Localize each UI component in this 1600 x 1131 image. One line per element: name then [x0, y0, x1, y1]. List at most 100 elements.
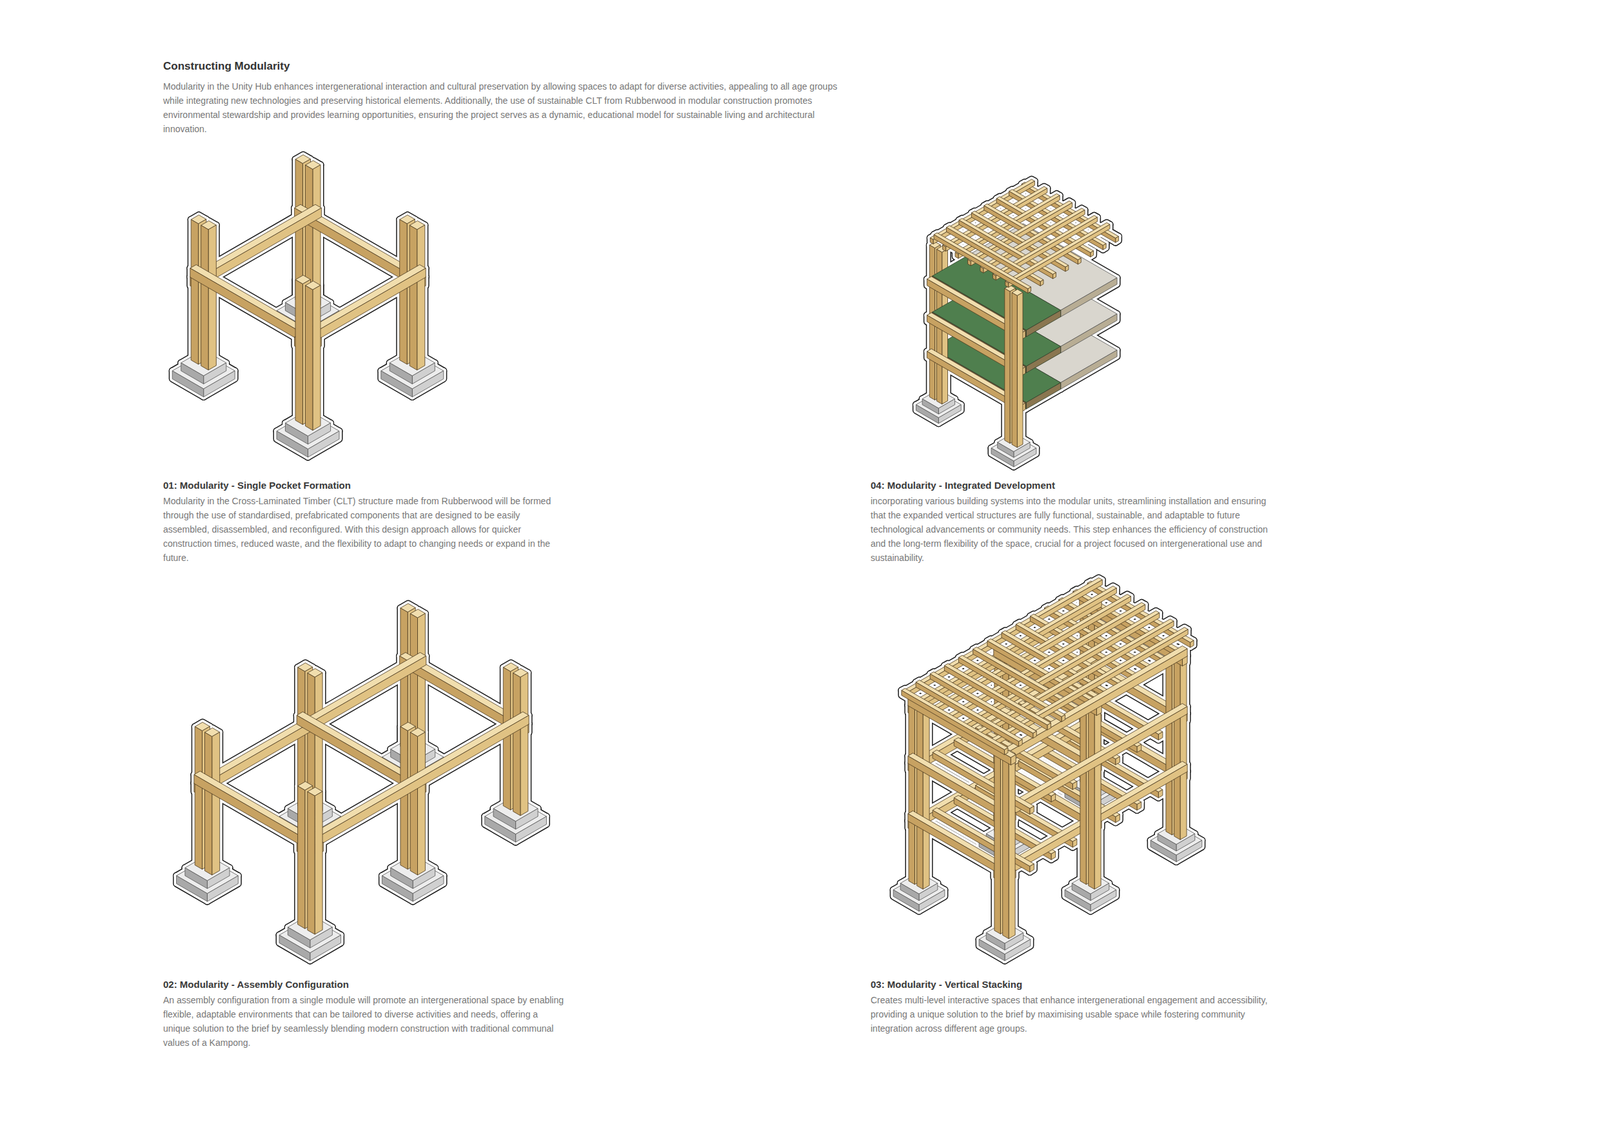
member-face: [1102, 243, 1107, 251]
member-face: [1165, 650, 1172, 836]
outline-face: [922, 704, 930, 890]
integrated-frame: [915, 179, 1119, 467]
member-face: [1017, 292, 1023, 449]
stacked-frame: [893, 577, 1203, 961]
ground-face: [190, 219, 198, 365]
member-face: [194, 726, 202, 870]
ground-face: [410, 732, 418, 876]
member-face: [1008, 224, 1110, 288]
member-face: [185, 868, 208, 889]
member-face: [1078, 257, 1082, 265]
ground-face: [212, 731, 220, 876]
ground-face: [1174, 654, 1181, 840]
member-face: [409, 225, 418, 371]
member-face: [1094, 704, 1101, 890]
member-face: [417, 731, 426, 876]
outline-face: [212, 731, 220, 876]
member-face: [933, 232, 1032, 289]
member-face: [1026, 310, 1061, 337]
member-face: [1115, 814, 1121, 823]
outline-face: [312, 285, 321, 431]
ground-face: [1165, 650, 1172, 836]
member-face: [307, 791, 315, 935]
outline-face: [1094, 704, 1101, 890]
member-face: [181, 363, 204, 385]
member-face: [933, 234, 1028, 294]
step-text: incorporating various building systems i…: [870, 493, 1274, 565]
member-face: [199, 655, 427, 796]
sticker-outline: [893, 577, 1203, 961]
member-face: [1158, 790, 1163, 799]
member-face: [1029, 806, 1035, 815]
member-face: [1136, 744, 1142, 753]
ground-face: [417, 225, 425, 371]
sticker-outline: [172, 154, 444, 458]
ground-face: [1180, 654, 1187, 840]
outline-face: [410, 732, 418, 876]
member-face: [303, 715, 530, 855]
member-face: [993, 646, 1188, 758]
sticker-outline: [915, 179, 1119, 467]
outline-face: [208, 225, 217, 371]
ground-face: [922, 704, 930, 890]
member-face: [1026, 346, 1061, 373]
outline-face: [409, 225, 418, 371]
member-face: [520, 672, 529, 816]
sticker-ground: [893, 577, 1203, 961]
member-face: [1010, 754, 1016, 765]
member-face: [917, 704, 923, 890]
outline-face: [295, 279, 303, 425]
outline-face: [205, 732, 213, 876]
ground-face: [1004, 288, 1010, 444]
member-face: [901, 690, 1005, 756]
member-face: [1053, 272, 1057, 280]
outline-face: [1011, 292, 1018, 448]
ground-face: [205, 732, 213, 876]
member-face: [1040, 279, 1044, 287]
ground-face: [994, 749, 1001, 935]
member-face: [1004, 748, 1009, 756]
ground-face: [1088, 704, 1095, 890]
member-face: [986, 933, 1005, 951]
ground-face: [307, 791, 315, 935]
ground-face: [1008, 753, 1016, 939]
outline-face: [1017, 292, 1023, 449]
member-face: [1047, 722, 1052, 731]
member-face: [389, 363, 413, 385]
member-face: [1088, 704, 1095, 890]
member-face: [296, 711, 529, 847]
outline-face: [994, 749, 1001, 935]
member-face: [942, 245, 947, 252]
member-face: [1018, 739, 1023, 747]
member-face: [900, 883, 919, 901]
timber-frame: [893, 577, 1203, 961]
single-pocket-frame: [172, 154, 444, 458]
member-face: [1005, 281, 1009, 288]
outline-face: [1008, 753, 1016, 939]
member-face: [980, 266, 984, 274]
timber-frame: [176, 603, 547, 961]
member-face: [1060, 350, 1117, 390]
ground-face: [305, 285, 313, 431]
sticker-outline: [176, 603, 547, 961]
outline-face: [190, 219, 198, 365]
member-face: [390, 868, 414, 889]
outline-face: [314, 791, 323, 935]
member-face: [1136, 802, 1142, 811]
sticker-ground: [172, 154, 444, 458]
intro-text: Modularity in the Unity Hub enhances int…: [163, 79, 857, 137]
ground-face: [1094, 704, 1101, 890]
member-face: [1072, 839, 1077, 848]
member-face: [1180, 654, 1187, 840]
member-face: [995, 217, 1097, 281]
outline-face: [417, 225, 425, 371]
member-face: [901, 688, 1008, 751]
outline-face: [908, 699, 915, 885]
timber-frame: [172, 154, 444, 458]
member-face: [1051, 851, 1056, 861]
step-text: An assembly configuration from a single …: [163, 993, 567, 1050]
member-face: [295, 279, 303, 425]
member-face: [305, 285, 313, 431]
ground-face: [513, 673, 521, 816]
